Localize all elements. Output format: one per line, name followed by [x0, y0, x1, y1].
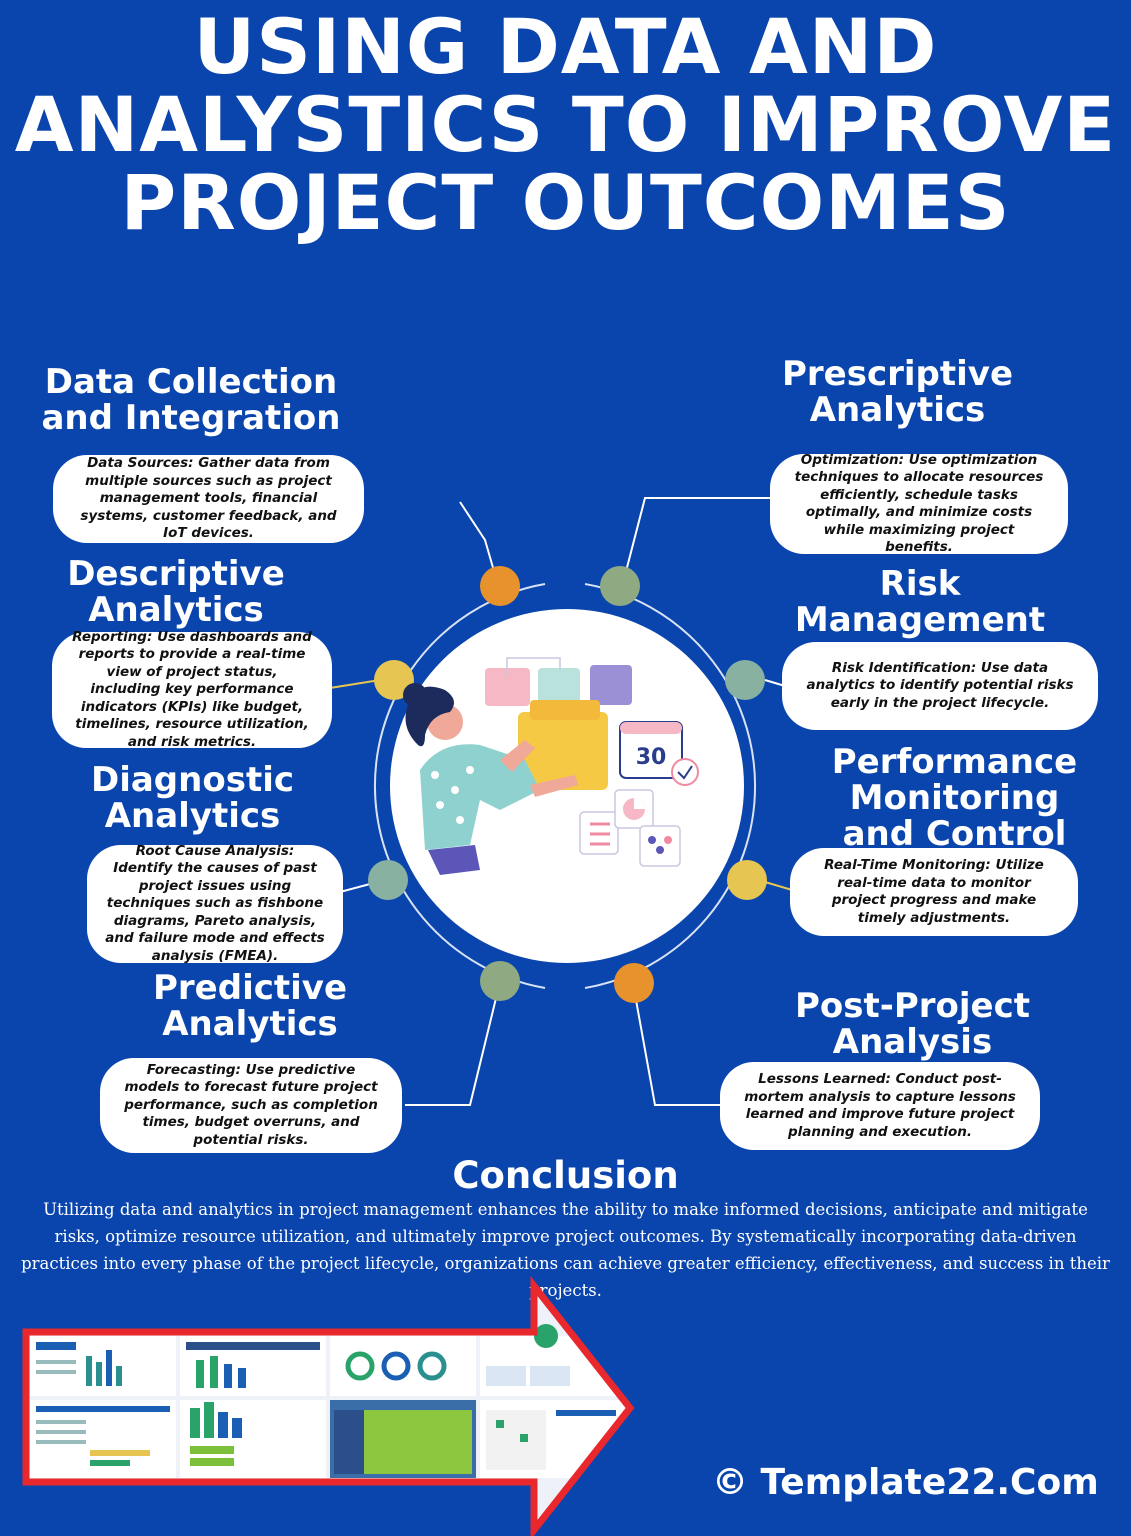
card-predictive: Forecasting: Use predictive models to fo…: [100, 1058, 402, 1153]
arrow-outline: [22, 1275, 635, 1536]
conclusion-text: Utilizing data and analytics in project …: [21, 1200, 1110, 1300]
checkmark-icon: [671, 758, 699, 786]
dashboard-thumbnail-6: [180, 1400, 326, 1478]
dashboard-thumbnail-3: [330, 1336, 476, 1396]
dot-risk: [725, 660, 765, 700]
section-title-risk: Risk Management: [794, 564, 1046, 640]
conclusion-title: Conclusion: [452, 1154, 679, 1197]
connector-prescriptive: [622, 497, 770, 584]
ring-right-arc: [584, 583, 756, 989]
card-prescriptive: Optimization: Use optimization technique…: [770, 452, 1068, 555]
card-descriptive: Reporting: Use dashboards and reports to…: [52, 629, 332, 750]
connector-predictive: [405, 989, 499, 1106]
mint-folder-icon: [538, 668, 580, 706]
pink-folder-icon: [485, 668, 530, 706]
card-risk: Risk Identification: Use data analytics …: [782, 642, 1098, 730]
dot-prescriptive: [600, 566, 640, 606]
section-title-data-collection: Data Collection and Integration: [41, 362, 341, 438]
dot-descriptive: [374, 660, 414, 700]
calendar-day: 30: [636, 745, 667, 770]
card-performance: Real-Time Monitoring: Utilize real-time …: [790, 848, 1078, 936]
dashboard-thumbnail-2: [180, 1336, 326, 1396]
purple-folder-icon: [590, 665, 632, 705]
dot-performance: [727, 860, 767, 900]
ring-left-arc: [374, 583, 546, 989]
yellow-folder-icon: [518, 712, 608, 790]
dot-predictive: [480, 961, 520, 1001]
connector-performance: [764, 881, 793, 891]
section-title-post-project: Post-Project Analysis: [794, 986, 1031, 1062]
person-torso: [420, 744, 540, 850]
card-data-collection: Data Sources: Gather data from multiple …: [53, 455, 364, 543]
section-title-descriptive: Descriptive Analytics: [67, 554, 285, 630]
connector-post-project: [635, 999, 720, 1106]
dashboard-thumbnail-7: [330, 1400, 476, 1478]
page-title: USING DATA AND ANALYSTICS TO IMPROVE PRO…: [14, 2, 1117, 247]
section-title-prescriptive: Prescriptive Analytics: [781, 354, 1014, 430]
card-diagnostic: Root Cause Analysis: Identify the causes…: [87, 843, 343, 964]
dashboard-thumbnail-1: [30, 1336, 176, 1396]
dot-diagnostic: [368, 860, 408, 900]
connector-descriptive: [329, 679, 381, 689]
dot-data-collection: [480, 566, 520, 606]
illustration-person-with-folders: 30: [403, 657, 699, 875]
dashboard-thumbnail-5: [30, 1400, 176, 1478]
brand-watermark: © Template22.Com: [712, 1462, 1099, 1503]
card-post-project: Lessons Learned: Conduct post-mortem ana…: [720, 1062, 1040, 1150]
dot-post-project: [614, 963, 654, 1003]
section-title-performance: Performance Monitoring and Control: [831, 742, 1078, 854]
section-title-diagnostic: Diagnostic Analytics: [90, 760, 295, 836]
person-skirt: [428, 845, 480, 875]
section-title-predictive: Predictive Analytics: [152, 968, 348, 1044]
dashboard-arrow-graphic: [22, 1275, 635, 1536]
connector-risk: [764, 679, 786, 687]
